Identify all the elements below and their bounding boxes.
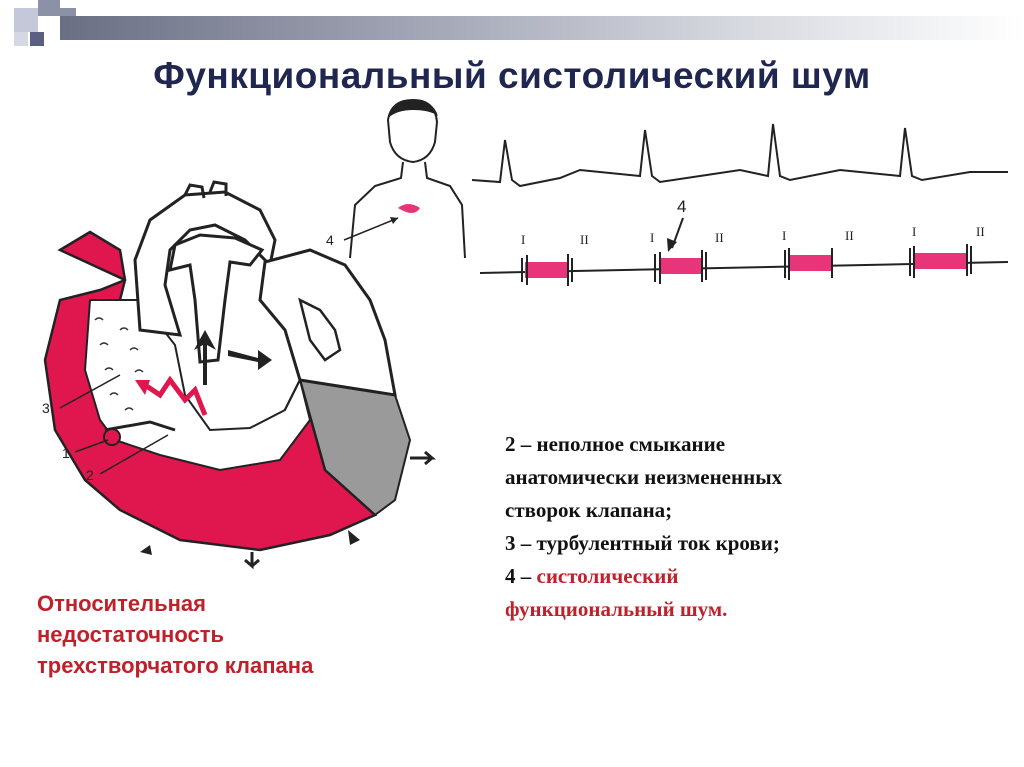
heart-label-3: 3 [42,400,50,416]
caption-line: Относительная [37,591,206,616]
caption-line: трехстворчатого клапана [37,653,314,678]
pcg-label-4: 4 [677,197,686,216]
legend-red-text: систолический [536,564,679,588]
page-title: Функциональный систолический шум [153,55,871,96]
tone-label: I [521,232,525,247]
legend-prefix: 4 – [505,564,537,588]
heart-diagram: 3 1 2 [42,180,437,570]
caption-line: недостаточность [37,622,224,647]
torso-label-4: 4 [326,232,334,248]
legend-line: створок клапана; [505,498,673,522]
heart-label-2: 2 [86,467,94,483]
ecg-trace [471,123,1008,188]
legend-text: 2 – неполное смыкание анатомически неизм… [505,428,925,626]
legend-line: анатомически неизмененных [505,465,783,489]
legend-red-line: функциональный шум. [505,597,728,621]
header-gradient-bar [60,16,1024,40]
tone-label: II [715,230,724,245]
tone-label: II [845,228,854,243]
figure-caption: Относительная недостаточность трехстворч… [37,588,437,681]
phonocardiogram: 4 I II I II I II I II [479,197,1009,286]
tone-label: I [650,230,654,245]
legend-line: 2 – неполное смыкание [505,432,726,456]
legend-line: 3 – турбулентный ток крови; [505,531,780,555]
tone-label: I [912,224,916,239]
heart-label-1: 1 [62,445,70,461]
legend-line: 4 – систолический [505,560,925,593]
torso-figure: 4 [326,98,466,259]
tone-label: II [976,224,985,239]
tone-label: I [782,228,786,243]
tone-label: II [580,232,589,247]
